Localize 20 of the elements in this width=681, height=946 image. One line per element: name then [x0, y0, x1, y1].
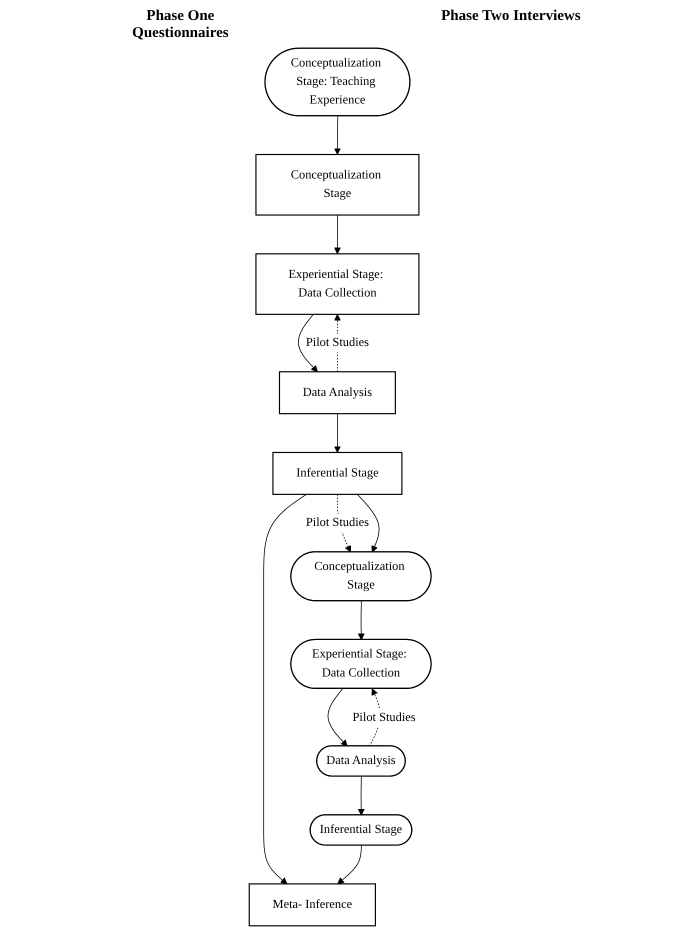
arrow: [357, 494, 380, 552]
arrow: [334, 413, 342, 453]
node-box: Conceptualization Stage: [256, 154, 420, 216]
arrow: [338, 845, 362, 884]
node-box: Meta- Inference: [249, 883, 376, 926]
node-box: Inferential Stage: [272, 452, 403, 495]
column-heading: Phase Two Interviews: [441, 8, 581, 26]
edge-label: Pilot Studies: [352, 710, 416, 724]
node-box: Experiential Stage: Data Collection: [256, 253, 420, 315]
arrow: [298, 314, 318, 372]
arrow: [358, 776, 365, 816]
arrow: [334, 214, 342, 254]
node-box: Data Analysis: [279, 371, 396, 414]
arrow: [334, 116, 342, 155]
arrow: [358, 600, 365, 640]
edge-label: Pilot Studies: [306, 516, 370, 530]
arrow: [328, 688, 348, 746]
arrow: [264, 494, 308, 884]
edge-label: Pilot Studies: [306, 336, 370, 350]
column-heading: Phase One Questionnaires: [131, 8, 230, 42]
